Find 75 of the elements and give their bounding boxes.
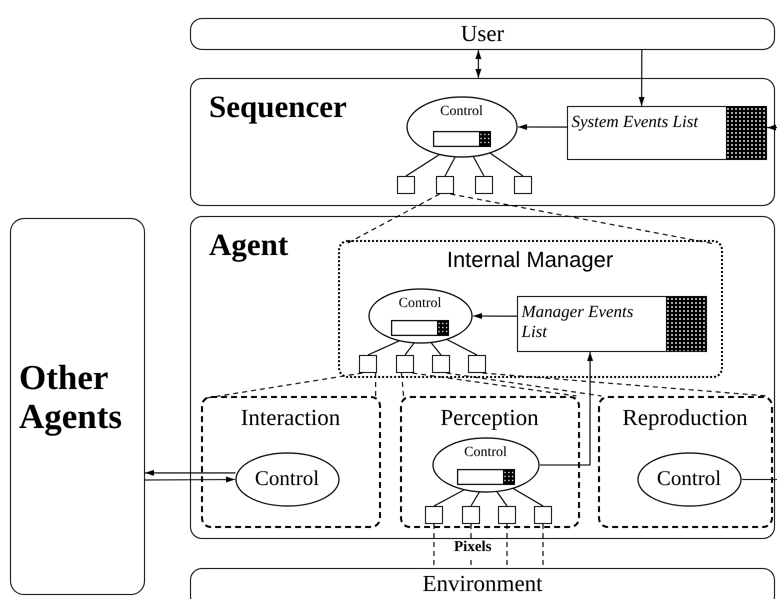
group-title: Internal Manager	[446, 248, 614, 271]
rounded-panel	[190, 216, 775, 539]
dashed-connector	[412, 372, 576, 397]
small-square	[498, 506, 516, 524]
signal-label: Pixels	[453, 540, 492, 556]
connector-line	[404, 342, 415, 356]
dashed-connector	[482, 372, 768, 397]
control-ellipse	[406, 96, 518, 158]
dashed-group-box	[400, 396, 580, 528]
control-ellipse	[432, 436, 540, 492]
dashed-connector	[345, 194, 440, 245]
connector-line	[406, 154, 440, 176]
group-title: Interaction	[240, 406, 342, 430]
connector-line	[446, 338, 478, 356]
ellipse-label: Control	[656, 466, 722, 489]
arrow	[475, 50, 482, 78]
small-square	[514, 176, 532, 194]
dashed-group-box	[598, 396, 772, 528]
control-ellipse	[234, 452, 340, 506]
dashed-connector	[446, 372, 602, 397]
arrow	[767, 124, 777, 130]
event-list-box	[566, 106, 766, 160]
rounded-band	[190, 18, 775, 50]
small-square	[534, 506, 552, 524]
connector-line	[368, 340, 400, 356]
group-title: Perception	[439, 406, 540, 430]
small-square	[436, 176, 454, 194]
band-label: User	[460, 22, 506, 46]
rounded-panel	[190, 78, 775, 206]
rounded-panel	[10, 218, 145, 595]
small-square	[462, 506, 480, 524]
connector-line	[470, 492, 480, 506]
connector-line	[490, 152, 524, 176]
ellipse-label: Control	[398, 296, 442, 312]
small-square	[424, 506, 442, 524]
connector-line	[430, 342, 442, 356]
connector-line	[496, 491, 508, 506]
control-ellipse	[368, 288, 472, 344]
arrow	[473, 313, 517, 320]
panel-title: Agent	[209, 229, 288, 262]
list-label: System Events List	[572, 112, 700, 132]
list-label: Manager Events List	[522, 302, 634, 342]
rounded-band	[190, 568, 775, 599]
connector-line	[742, 478, 777, 480]
small-square	[396, 176, 414, 194]
dashed-connector	[506, 524, 508, 568]
dashed-connector	[542, 524, 544, 568]
panel-title: Other Agents	[19, 359, 124, 436]
small-square	[432, 354, 450, 372]
ellipse-label: Control	[254, 466, 320, 489]
dashed-connector	[375, 373, 376, 396]
panel-title: Sequencer	[209, 91, 347, 124]
small-square	[396, 354, 414, 372]
arrow	[638, 50, 645, 106]
connector-line	[434, 489, 465, 506]
dashed-group-box	[200, 396, 380, 528]
event-list-box	[516, 296, 706, 352]
connector-line	[472, 156, 484, 176]
connector-line	[444, 156, 456, 176]
small-square	[358, 354, 376, 372]
arrow	[145, 470, 236, 476]
ellipse-label: Control	[439, 104, 484, 120]
arrow	[145, 476, 235, 483]
dashed-connector	[400, 372, 404, 396]
ellipse-label: Control	[463, 446, 508, 460]
connector-line	[512, 488, 544, 506]
dashed-connector	[433, 524, 435, 568]
band-label: Environment	[421, 572, 544, 596]
small-square	[468, 354, 486, 372]
arrow	[518, 124, 567, 130]
dotted-group-box	[338, 240, 722, 378]
group-title: Reproduction	[621, 406, 749, 430]
arrow	[540, 352, 594, 466]
control-ellipse	[636, 452, 742, 506]
small-square	[474, 176, 492, 194]
